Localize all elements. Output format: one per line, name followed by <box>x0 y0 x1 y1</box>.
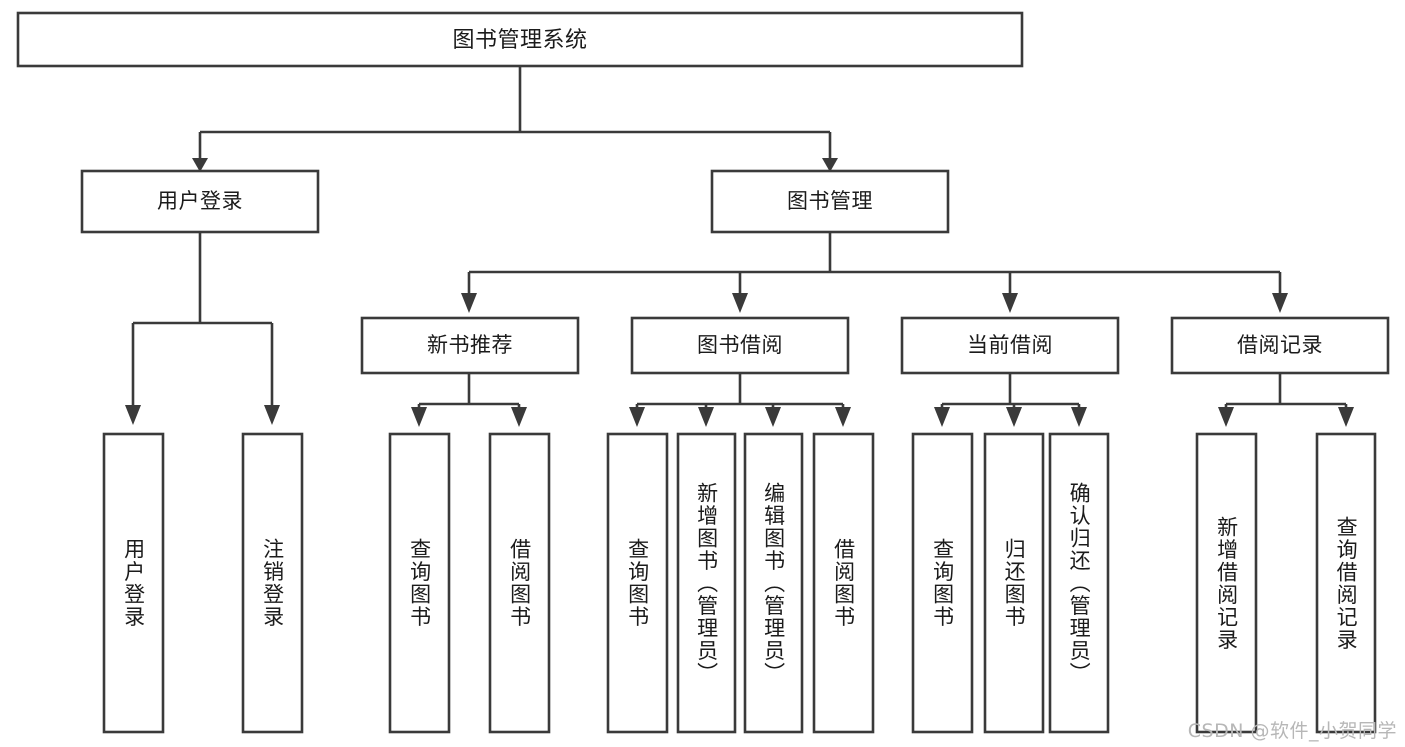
node-book-management-box[interactable] <box>710 169 950 234</box>
arrowhead-bb-query-book <box>629 407 645 427</box>
arrowhead-current-borrow <box>1002 293 1018 313</box>
arrowhead-nb-query-book <box>411 407 427 427</box>
connector-group <box>125 66 1354 427</box>
node-book-borrow-box[interactable] <box>630 316 850 375</box>
node-borrow-record[interactable]: 借阅记录 <box>1170 316 1390 375</box>
arrowhead-nb-borrow-book <box>511 407 527 427</box>
node-root-box[interactable] <box>16 11 1024 68</box>
leaf-box-cb-confirm-return[interactable] <box>1048 432 1110 734</box>
node-new-book-recommend-label: 新书推荐 <box>427 333 513 357</box>
arrowhead-new-book <box>461 293 477 313</box>
leaf-box-bb-borrow-book[interactable] <box>812 432 875 734</box>
arrowhead-br-add-record <box>1218 407 1234 427</box>
node-new-book-recommend[interactable]: 新书推荐 <box>360 316 580 375</box>
watermark: CSDN @软件_小贺同学 <box>1187 720 1397 742</box>
arrowhead-book-mgmt <box>822 158 838 172</box>
leaf-box-group <box>102 432 1377 734</box>
node-user-login[interactable]: 用户登录 <box>80 169 320 234</box>
node-current-borrow[interactable]: 当前借阅 <box>900 316 1120 375</box>
arrowhead-bb-edit-book <box>765 407 781 427</box>
leaf-box-user-login[interactable] <box>102 432 165 734</box>
arrowhead-user-login <box>192 158 208 172</box>
leaf-box-bb-add-book[interactable] <box>676 432 737 734</box>
leaf-box-nb-borrow-book[interactable] <box>488 432 551 734</box>
node-new-book-recommend-box[interactable] <box>360 316 580 375</box>
arrowhead-bb-borrow-book <box>835 407 851 427</box>
node-current-borrow-label: 当前借阅 <box>967 333 1053 357</box>
leaf-box-bb-query-book[interactable] <box>606 432 669 734</box>
leaf-box-br-add-record[interactable] <box>1195 432 1258 734</box>
leaf-box-bb-edit-book[interactable] <box>743 432 804 734</box>
leaf-box-logout[interactable] <box>241 432 304 734</box>
node-book-management[interactable]: 图书管理 <box>710 169 950 234</box>
node-root[interactable]: 图书管理系统 <box>16 11 1024 68</box>
node-current-borrow-box[interactable] <box>900 316 1120 375</box>
arrowhead-leaf-logout <box>264 405 280 425</box>
arrowhead-cb-return-book <box>1006 407 1022 427</box>
leaf-box-cb-query-book[interactable] <box>911 432 974 734</box>
arrowhead-cb-query-book <box>934 407 950 427</box>
leaf-box-br-query-record[interactable] <box>1315 432 1377 734</box>
node-root-label: 图书管理系统 <box>452 28 587 53</box>
node-borrow-record-label: 借阅记录 <box>1237 333 1323 357</box>
node-book-management-label: 图书管理 <box>787 189 873 213</box>
arrowhead-borrow-record <box>1272 293 1288 313</box>
node-user-login-box[interactable] <box>80 169 320 234</box>
arrowhead-br-query-record <box>1338 407 1354 427</box>
leaf-box-cb-return-book[interactable] <box>983 432 1045 734</box>
node-borrow-record-box[interactable] <box>1170 316 1390 375</box>
leaf-box-nb-query-book[interactable] <box>388 432 451 734</box>
arrowhead-leaf-user-login <box>125 405 141 425</box>
node-book-borrow[interactable]: 图书借阅 <box>630 316 850 375</box>
arrowhead-bb-add-book <box>698 407 714 427</box>
node-user-login-label: 用户登录 <box>157 189 243 213</box>
arrowhead-borrow-book <box>732 293 748 313</box>
arrowhead-cb-confirm-return <box>1071 407 1087 427</box>
node-book-borrow-label: 图书借阅 <box>697 333 783 357</box>
